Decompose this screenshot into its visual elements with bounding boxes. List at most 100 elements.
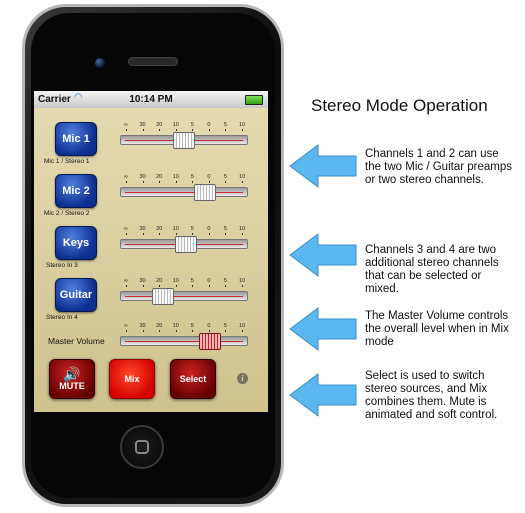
scale-tick-label: ∞	[124, 226, 128, 232]
scale-tick-label: 10	[172, 278, 179, 284]
info-icon[interactable]: i	[237, 373, 248, 384]
scale-tick-label: 30	[139, 323, 146, 329]
channel-2-sublabel: Mic 2 / Stereo 2	[44, 210, 90, 217]
scale-tick	[192, 330, 194, 332]
scale-tick	[159, 181, 161, 183]
master-volume-label: Master Volume	[48, 336, 105, 346]
scale-tick	[192, 181, 194, 183]
scale-tick	[208, 181, 210, 183]
channel-1-button[interactable]: Mic 1	[55, 122, 97, 156]
scale-tick-label: 5	[190, 226, 194, 232]
mute-button[interactable]: 🔊 MUTE	[49, 359, 95, 399]
scale-tick-label: 5	[223, 226, 227, 232]
scale-tick-label: 0	[207, 278, 211, 284]
scale-tick-label: 5	[190, 278, 194, 284]
scale-tick	[159, 330, 161, 332]
scale-tick	[208, 330, 210, 332]
scale-tick	[225, 330, 227, 332]
annotation-note-4: Select is used to switch stereo sources,…	[365, 370, 498, 421]
scale-tick-label: 10	[238, 226, 246, 232]
channel-3-button[interactable]: Keys	[55, 226, 97, 260]
channel-2-button[interactable]: Mic 2	[55, 174, 97, 208]
scale-tick-label: ∞	[124, 174, 128, 180]
earpiece-speaker	[128, 57, 178, 66]
scale-tick-label: 10	[238, 122, 246, 128]
scale-tick	[242, 233, 243, 235]
carrier-label: Carrier	[38, 94, 71, 105]
scale-tick-label: 0	[207, 323, 211, 329]
annotation-note-2: Channels 3 and 4 are two additional ster…	[365, 244, 499, 295]
scale-tick	[225, 233, 227, 235]
home-square-icon	[135, 440, 149, 454]
scale-tick	[159, 129, 161, 131]
scale-tick-label: 5	[223, 174, 227, 180]
scale-tick-label: 30	[139, 122, 146, 128]
scale-tick-label: 5	[223, 122, 227, 128]
slider-track	[120, 336, 248, 346]
scale-tick-label: 10	[172, 174, 179, 180]
scale-tick-label: 5	[190, 122, 194, 128]
scale-tick	[142, 181, 144, 183]
slider-track	[120, 291, 248, 301]
scale-tick-label: 0	[207, 174, 211, 180]
scale-tick-label: 30	[139, 226, 146, 232]
scale-tick-label: 10	[172, 323, 179, 329]
scale-tick-label: ∞	[124, 122, 128, 128]
select-button[interactable]: Select	[170, 359, 216, 399]
scale-tick-label: 10	[238, 278, 246, 284]
scale-tick	[175, 181, 177, 183]
scale-tick	[175, 285, 177, 287]
slider-knob[interactable]	[173, 132, 195, 149]
channel-2-slider[interactable]: ∞ 30 20 10 5 0 5 10	[120, 174, 248, 201]
scale-tick-label: 5	[190, 323, 194, 329]
scale-tick	[192, 285, 194, 287]
scale-tick-label: 5	[223, 278, 227, 284]
home-button[interactable]	[120, 425, 164, 469]
scale-tick-label: 20	[156, 174, 163, 180]
arrow-icon	[289, 233, 357, 277]
scale-tick-label: 5	[223, 323, 227, 329]
scale-tick-label: 10	[238, 174, 246, 180]
scale-tick	[225, 181, 227, 183]
scale-tick-label: 20	[156, 323, 163, 329]
scale-tick-label: 10	[172, 226, 179, 232]
speaker-volume-icon: 🔊	[63, 366, 81, 382]
scale-tick	[142, 129, 144, 131]
status-bar: Carrier ◠ 10:14 PM	[34, 91, 268, 108]
slider-knob[interactable]	[175, 236, 198, 253]
channel-4-button[interactable]: Guitar	[55, 278, 97, 312]
scale-tick	[126, 233, 127, 235]
channel-1-sublabel: Mic 1 / Stereo 1	[44, 158, 90, 165]
scale-tick	[242, 285, 243, 287]
mute-label: MUTE	[59, 381, 85, 391]
slider-knob[interactable]	[193, 184, 216, 201]
scale-tick-label: 5	[190, 174, 194, 180]
scale-tick-label: 20	[156, 122, 163, 128]
scale: ∞ 30 20 10 5 0 5 10	[120, 226, 248, 236]
arrow-icon	[289, 144, 357, 188]
scale-tick	[175, 129, 177, 131]
scale-tick	[159, 233, 161, 235]
scale-tick-label: 0	[207, 122, 211, 128]
scale-tick	[225, 129, 227, 131]
annotation-title: Stereo Mode Operation	[311, 96, 488, 115]
scale: ∞ 30 20 10 5 0 5 10	[120, 174, 248, 184]
scale-tick-label: 10	[238, 323, 246, 329]
scale-tick-label: 30	[139, 174, 146, 180]
mix-button[interactable]: Mix	[109, 359, 155, 399]
scale-tick	[175, 330, 177, 332]
slider-knob[interactable]	[152, 288, 175, 305]
scale-tick-label: 0	[207, 226, 211, 232]
scale-tick-label: 20	[156, 226, 163, 232]
channel-4-sublabel: Stereo In 4	[46, 314, 78, 321]
scale-tick	[142, 330, 144, 332]
scale-tick	[242, 129, 243, 131]
scale-tick	[126, 129, 127, 131]
channel-3-sublabel: Stereo In 3	[46, 262, 78, 269]
status-time: 10:14 PM	[129, 94, 173, 105]
channel-3-slider[interactable]: ∞ 30 20 10 5 0 5 10	[120, 226, 248, 253]
slider-knob[interactable]	[198, 333, 221, 350]
